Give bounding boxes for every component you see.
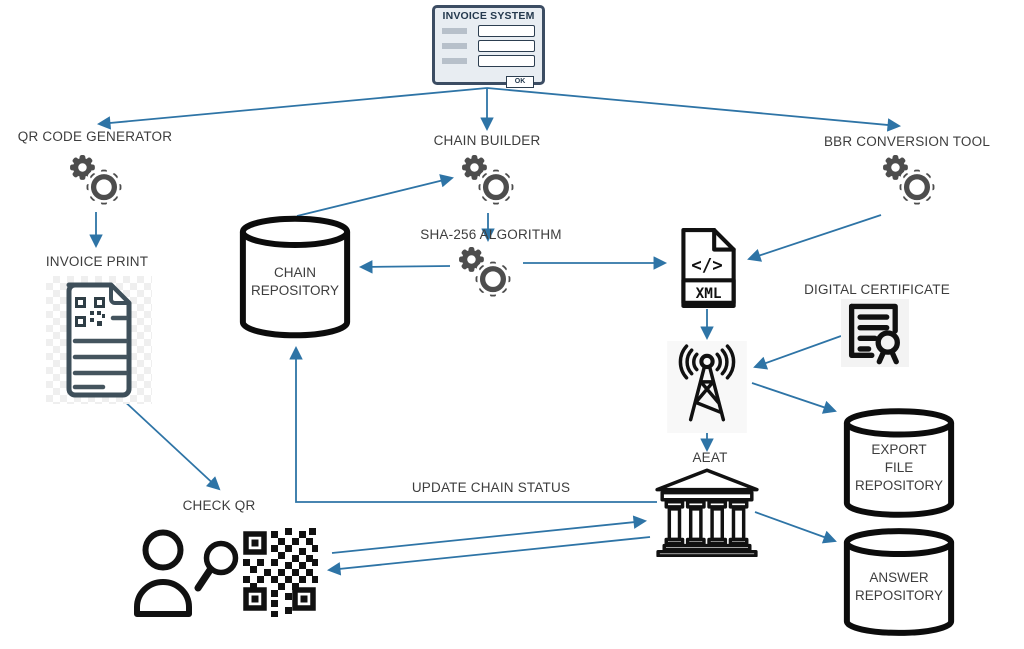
form-row: [435, 25, 542, 37]
answer-repository-label: ANSWER REPOSITORY: [840, 527, 958, 637]
ok-button[interactable]: OK: [506, 76, 534, 88]
sha-256-algorithm-label: SHA-256 ALGORITHM: [420, 227, 562, 242]
text-input[interactable]: [478, 40, 535, 52]
government-building-icon: [655, 468, 759, 557]
invoice-print-background: [46, 276, 152, 404]
invoice-system-window: INVOICE SYSTEM OK: [432, 5, 545, 88]
text-input[interactable]: [478, 55, 535, 67]
edge-bbr-tool-to-xml: [747, 214, 882, 262]
check-qr-label: CHECK QR: [182, 498, 256, 513]
cylinder-label-line: ANSWER: [869, 570, 929, 586]
edge-check-qr-to-aeat: [331, 515, 648, 554]
edge-certificate-to-antenna: [753, 335, 842, 370]
form-row: [435, 55, 542, 67]
xml-file-label: XML: [696, 286, 722, 302]
invoice-print-label: INVOICE PRINT: [45, 254, 149, 269]
edge-aeat-to-check-qr: [326, 536, 651, 576]
invoice-document-icon: [66, 282, 132, 398]
field-label-bar: [442, 28, 467, 34]
cylinder-label-line: EXPORT: [871, 442, 927, 458]
certificate-icon: [841, 299, 909, 367]
antenna-icon: [667, 341, 747, 433]
cylinder-label-line: FILE: [884, 460, 914, 476]
gears-icon: [458, 152, 516, 208]
qr-code-generator-label: QR CODE GENERATOR: [17, 129, 173, 144]
aeat-label: AEAT: [692, 450, 728, 465]
chain-builder-label: CHAIN BUILDER: [433, 133, 541, 148]
text-input[interactable]: [478, 25, 535, 37]
gears-icon: [879, 152, 937, 208]
bbr-conversion-tool-label: BBR CONVERSION TOOL: [823, 134, 991, 149]
qr-code-icon: [243, 528, 318, 617]
person-icon: [134, 529, 192, 617]
gears-icon: [66, 152, 124, 208]
edge-invoice-system-to-qr-generator: [96, 87, 488, 130]
export-file-repository-label: EXPORT FILE REPOSITORY: [840, 407, 958, 519]
edge-aeat-update-chain-status: [289, 345, 657, 503]
cylinder-label-line: CHAIN: [273, 265, 316, 281]
cylinder-label-line: REPOSITORY: [854, 477, 944, 493]
field-label-bar: [442, 43, 467, 49]
cylinder-label-line: REPOSITORY: [854, 588, 944, 603]
qr-code-small-icon: [75, 297, 105, 327]
gears-icon: [455, 244, 513, 300]
form-row: [435, 40, 542, 52]
chain-repository-label: CHAIN REPOSITORY: [236, 214, 354, 340]
edge-chain-repository-to-chain-builder: [296, 174, 454, 217]
edge-antenna-to-export-repository: [751, 382, 837, 414]
xml-code-glyph: </>: [691, 256, 722, 276]
magnifier-icon: [194, 540, 239, 592]
edge-sha256-to-chain-repository: [358, 260, 451, 274]
invoice-system-title: INVOICE SYSTEM: [442, 10, 535, 22]
edge-invoice-print-to-check-qr: [120, 397, 221, 491]
cylinder-label-line: REPOSITORY: [250, 283, 340, 298]
digital-certificate-label: DIGITAL CERTIFICATE: [804, 282, 950, 297]
ok-row: OK: [435, 70, 542, 88]
field-label-bar: [442, 58, 467, 64]
update-chain-status-label: UPDATE CHAIN STATUS: [411, 480, 571, 495]
xml-file-icon: </> XML: [681, 228, 736, 308]
edge-aeat-to-answer-repository: [754, 511, 837, 544]
edge-invoice-system-to-bbr-tool: [486, 87, 902, 132]
